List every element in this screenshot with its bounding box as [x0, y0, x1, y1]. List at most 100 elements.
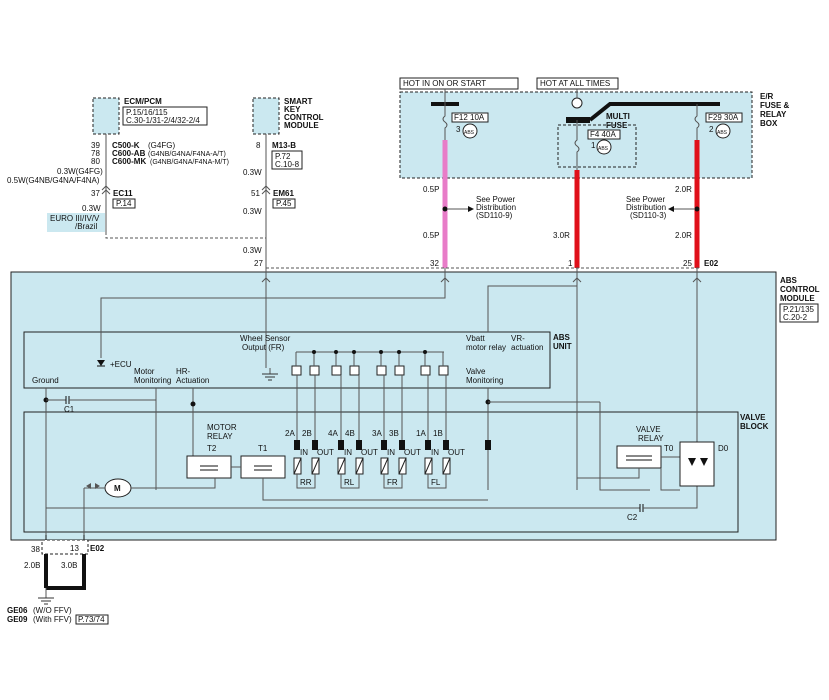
svg-text:P.73/74: P.73/74	[78, 615, 105, 624]
svg-text:GE06: GE06	[7, 606, 28, 615]
svg-text:SMART: SMART	[284, 97, 313, 106]
svg-text:MULTI: MULTI	[606, 112, 630, 121]
svg-text:RELAY: RELAY	[207, 432, 233, 441]
svg-text:51: 51	[251, 189, 260, 198]
svg-text:KEY: KEY	[284, 105, 301, 114]
svg-text:IN: IN	[431, 448, 439, 457]
svg-text:Ground: Ground	[32, 376, 59, 385]
svg-text:78: 78	[91, 149, 100, 158]
svg-text:See Power: See Power	[626, 195, 665, 204]
svg-text:actuation: actuation	[511, 343, 543, 352]
valve-relay	[616, 445, 662, 469]
svg-text:UNIT: UNIT	[553, 342, 572, 351]
svg-text:Motor: Motor	[134, 367, 155, 376]
svg-text:3B: 3B	[389, 429, 399, 438]
svg-text:0.3W(G4FG): 0.3W(G4FG)	[57, 167, 103, 176]
abs-fuse-icon	[462, 123, 478, 139]
svg-text:(SD110-3): (SD110-3)	[630, 211, 667, 220]
svg-text:CONTROL: CONTROL	[780, 285, 820, 294]
svg-text:8: 8	[256, 141, 261, 150]
svg-text:Monitoring: Monitoring	[134, 376, 171, 385]
svg-text:C600-AB: C600-AB	[112, 149, 146, 158]
svg-text:E02: E02	[704, 259, 719, 268]
svg-text:C.20-2: C.20-2	[783, 313, 808, 322]
svg-text:C.30-1/31-2/4/32-2/4: C.30-1/31-2/4/32-2/4	[126, 116, 200, 125]
svg-text:T2: T2	[207, 444, 217, 453]
svg-text:EC11: EC11	[113, 189, 133, 198]
svg-text:Wheel Sensor: Wheel Sensor	[240, 334, 291, 343]
hot-start-label: HOT IN ON OR START	[403, 79, 486, 88]
svg-text:(With FFV): (With FFV)	[33, 615, 72, 624]
svg-text:IN: IN	[387, 448, 395, 457]
svg-text:0.5P: 0.5P	[423, 185, 439, 194]
svg-text:+ECU: +ECU	[110, 360, 132, 369]
svg-text:Distribution: Distribution	[476, 203, 516, 212]
svg-text:2: 2	[709, 125, 714, 134]
svg-text:T1: T1	[258, 444, 268, 453]
svg-text:38: 38	[31, 545, 40, 554]
er-fuse-box-title: E/R FUSE & RELAY BOX	[760, 92, 790, 128]
svg-text:C.10-8: C.10-8	[275, 160, 300, 169]
svg-text:37: 37	[91, 189, 100, 198]
svg-text:ABS: ABS	[598, 146, 609, 152]
svg-text:0.3W: 0.3W	[243, 168, 262, 177]
svg-text:P.21/135: P.21/135	[783, 305, 815, 314]
svg-text:P.14: P.14	[116, 199, 132, 208]
svg-text:(G4NB/G4NA/F4NA-A/T): (G4NB/G4NA/F4NA-A/T)	[148, 151, 226, 158]
svg-text:MODULE: MODULE	[284, 121, 319, 130]
svg-text:P.15/16/115: P.15/16/115	[126, 108, 168, 117]
svg-text:FUSE: FUSE	[606, 121, 628, 130]
svg-text:(G4FG): (G4FG)	[148, 141, 175, 150]
svg-text:4B: 4B	[345, 429, 355, 438]
svg-text:VR-: VR-	[511, 334, 525, 343]
svg-text:3A: 3A	[372, 429, 382, 438]
abs-unit-box	[23, 331, 551, 389]
svg-text:3.0R: 3.0R	[553, 231, 570, 240]
svg-text:3.0B: 3.0B	[61, 561, 77, 570]
svg-text:4A: 4A	[328, 429, 338, 438]
svg-text:OUT: OUT	[317, 448, 334, 457]
svg-text:E02: E02	[90, 544, 105, 553]
svg-text:2B: 2B	[302, 429, 312, 438]
svg-text:D0: D0	[718, 444, 729, 453]
svg-text:Valve: Valve	[466, 367, 486, 376]
svg-text:2.0R: 2.0R	[675, 185, 692, 194]
svg-text:C2: C2	[627, 513, 638, 522]
svg-text:2.0B: 2.0B	[24, 561, 40, 570]
svg-text:OUT: OUT	[448, 448, 465, 457]
svg-text:ABS: ABS	[553, 333, 571, 342]
svg-text:1: 1	[568, 259, 573, 268]
svg-text:IN: IN	[300, 448, 308, 457]
svg-text:RELAY: RELAY	[638, 434, 664, 443]
svg-text:C1: C1	[64, 405, 75, 414]
svg-text:1B: 1B	[433, 429, 443, 438]
svg-text:M13-B: M13-B	[272, 141, 296, 150]
abs-fuse-icon	[715, 123, 731, 139]
svg-text:/Brazil: /Brazil	[75, 222, 97, 231]
svg-text:27: 27	[254, 259, 263, 268]
svg-text:M: M	[114, 484, 121, 493]
abs-fuse-icon	[596, 139, 612, 155]
svg-text:Monitoring: Monitoring	[466, 376, 503, 385]
euro-note: EURO III/IV/V	[50, 214, 100, 223]
svg-text:P.72: P.72	[275, 152, 291, 161]
svg-text:T0: T0	[664, 444, 674, 453]
svg-text:VALVE: VALVE	[636, 425, 661, 434]
svg-text:GE09: GE09	[7, 615, 28, 624]
svg-text:CONTROL: CONTROL	[284, 113, 324, 122]
svg-text:EM61: EM61	[273, 189, 294, 198]
valve-block-title: VALVE BLOCK	[740, 413, 769, 431]
f29-label: F29 30A	[708, 113, 739, 122]
smart-key-title: SMART KEY CONTROL MODULE	[284, 97, 324, 130]
svg-text:HR-: HR-	[176, 367, 191, 376]
svg-text:80: 80	[91, 157, 100, 166]
svg-text:C500-K: C500-K	[112, 141, 140, 150]
valve-row: 2A 2B 4A 4B 3A 3B 1A 1B IN OUT IN OUT IN…	[285, 375, 491, 489]
svg-text:OUT: OUT	[361, 448, 378, 457]
svg-text:MODULE: MODULE	[780, 294, 815, 303]
svg-text:0.3W: 0.3W	[243, 246, 262, 255]
svg-text:2.0R: 2.0R	[675, 231, 692, 240]
abs-module-title: ABS CONTROL MODULE	[780, 276, 820, 303]
